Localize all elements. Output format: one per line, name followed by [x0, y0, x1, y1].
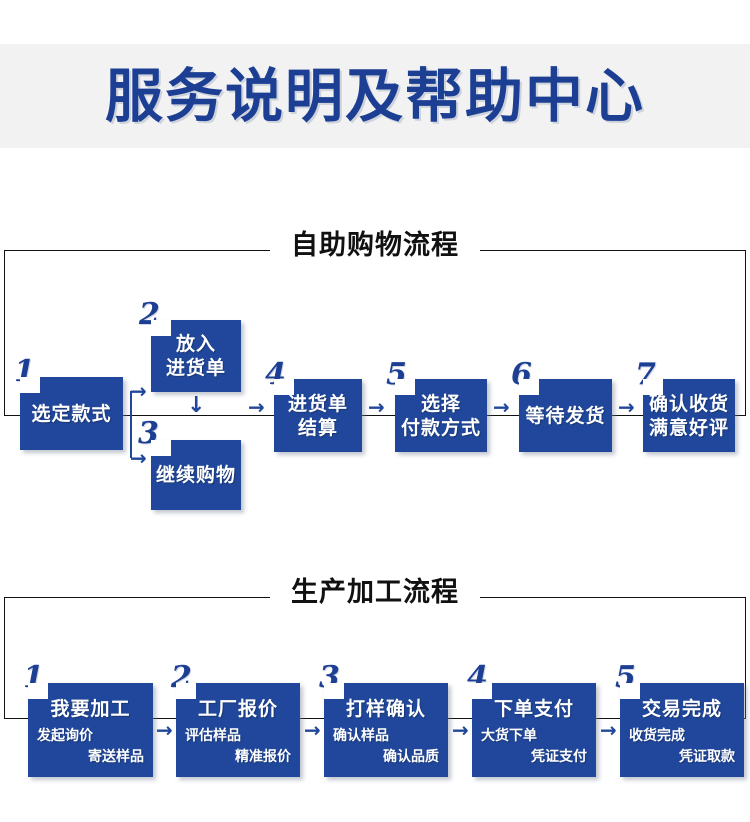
flow-box-waiting-shipment[interactable]: 等待发货 — [519, 379, 612, 452]
frame-top-line-left — [4, 597, 270, 598]
flow-box-label-line2: 满意好评 — [648, 416, 729, 439]
box-notch — [176, 683, 196, 699]
arrow-to-step-4: → — [248, 395, 265, 419]
flow-box-label-line1: 工厂报价 — [197, 698, 278, 720]
flow-box-label: 进货单 结算 — [288, 392, 348, 440]
flow-box-label-line2: 结算 — [297, 416, 338, 439]
flow-box-subline-left: 收货完成 — [629, 728, 685, 744]
flow-box-request-processing[interactable]: 我要加工 发起询价 寄送样品 — [28, 683, 153, 777]
section-frame-shopping — [4, 250, 746, 416]
header-band — [0, 44, 750, 148]
flow-box-label: 选定款式 — [31, 402, 111, 426]
flow-box-confirm-receipt[interactable]: 确认收货 满意好评 — [643, 379, 735, 452]
flow-box-sublines: 大货下单 凭证支付 — [472, 726, 596, 768]
flow-box-order-settlement[interactable]: 进货单 结算 — [274, 379, 362, 452]
flow-box-label: 等待发货 — [525, 404, 605, 428]
flow-box-label-line1: 等待发货 — [525, 404, 606, 427]
arrow-to-step-2: → — [130, 379, 147, 403]
flow-box-subline-right: 凭证取款 — [679, 749, 735, 765]
flow-box-label-line2: 进货单 — [165, 357, 226, 379]
frame-top-line-right — [480, 597, 746, 598]
flow-box-continue-shopping[interactable]: 继续购物 — [151, 440, 241, 510]
flow-box-subline-right: 寄送样品 — [88, 749, 144, 765]
flow-box-label-line1: 继续购物 — [155, 464, 236, 486]
flow-box-label-line1: 选定款式 — [31, 402, 112, 425]
box-notch — [643, 379, 663, 395]
flow-box-subline-right: 凭证支付 — [531, 749, 587, 765]
frame-top-line-right — [480, 250, 746, 251]
arrow-to-step-4: → — [452, 718, 469, 742]
arrow-to-step-6: → — [493, 395, 510, 419]
flow-box-label-line1: 打样确认 — [345, 698, 426, 720]
box-notch — [274, 379, 294, 395]
section-legend-shopping: 自助购物流程 — [291, 230, 459, 261]
flow-box-label-line1: 下单支付 — [493, 698, 574, 720]
box-notch — [395, 379, 415, 395]
flow-box-sublines: 收货完成 凭证取款 — [620, 726, 744, 768]
section-legend-production: 生产加工流程 — [291, 577, 459, 608]
arrow-to-step-5: → — [600, 718, 617, 742]
arrow-to-step-2: → — [156, 718, 173, 742]
arrow-to-step-5: → — [368, 395, 385, 419]
box-notch — [620, 683, 640, 699]
flow-box-transaction-complete[interactable]: 交易完成 收货完成 凭证取款 — [620, 683, 744, 777]
flow-box-label-line1: 我要加工 — [50, 698, 131, 720]
flow-box-label: 我要加工 — [50, 697, 130, 721]
frame-top-line-left — [4, 250, 270, 251]
box-notch — [472, 683, 492, 699]
flow-box-sample-confirm[interactable]: 打样确认 确认样品 确认品质 — [324, 683, 448, 777]
box-notch — [20, 377, 40, 393]
flow-box-label-line1: 确认收货 — [648, 392, 729, 415]
flow-box-label: 下单支付 — [494, 697, 574, 721]
flow-box-add-to-order[interactable]: 放入 进货单 — [151, 320, 241, 392]
flow-box-subline-right: 精准报价 — [235, 749, 291, 765]
flow-box-label: 交易完成 — [642, 697, 722, 721]
arrow-to-step-3: → — [130, 446, 147, 470]
flow-box-subline-left: 确认样品 — [333, 728, 389, 744]
flow-box-subline-left: 大货下单 — [481, 728, 537, 744]
flow-box-label: 工厂报价 — [198, 697, 278, 721]
arrow-to-step-3: → — [304, 718, 321, 742]
flow-box-subline-right: 确认品质 — [383, 749, 439, 765]
flow-box-label-line1: 交易完成 — [641, 698, 722, 720]
box-notch — [28, 683, 48, 699]
flow-box-label: 放入 进货单 — [166, 332, 226, 380]
branch-connector — [130, 391, 132, 458]
flow-box-subline-left: 发起询价 — [37, 728, 93, 744]
flow-box-label-line1: 选择 — [420, 392, 461, 415]
arrow-to-step-7: → — [618, 395, 635, 419]
arrow-down-step2-step3: ↓ — [187, 393, 206, 418]
box-notch — [151, 440, 171, 456]
box-notch — [151, 320, 171, 336]
box-notch — [519, 379, 539, 395]
flow-box-label: 打样确认 — [346, 697, 426, 721]
flow-box-label: 确认收货 满意好评 — [649, 392, 729, 440]
flow-box-sublines: 确认样品 确认品质 — [324, 726, 448, 768]
flow-box-sublines: 评估样品 精准报价 — [176, 726, 300, 768]
flow-box-place-order-pay[interactable]: 下单支付 大货下单 凭证支付 — [472, 683, 596, 777]
flow-box-label: 选择 付款方式 — [401, 392, 481, 440]
flow-box-label-line2: 付款方式 — [400, 416, 481, 439]
page-title: 服务说明及帮助中心 — [104, 62, 645, 130]
flow-box-label-line1: 进货单 — [287, 392, 348, 415]
flow-box-factory-quote[interactable]: 工厂报价 评估样品 精准报价 — [176, 683, 300, 777]
flow-box-select-style[interactable]: 选定款式 — [20, 377, 123, 450]
flow-box-sublines: 发起询价 寄送样品 — [28, 726, 153, 768]
flow-box-subline-left: 评估样品 — [185, 728, 241, 744]
flow-box-payment-method[interactable]: 选择 付款方式 — [395, 379, 487, 452]
flow-box-label-line1: 放入 — [175, 333, 216, 355]
box-notch — [324, 683, 344, 699]
flow-box-label: 继续购物 — [156, 463, 236, 487]
